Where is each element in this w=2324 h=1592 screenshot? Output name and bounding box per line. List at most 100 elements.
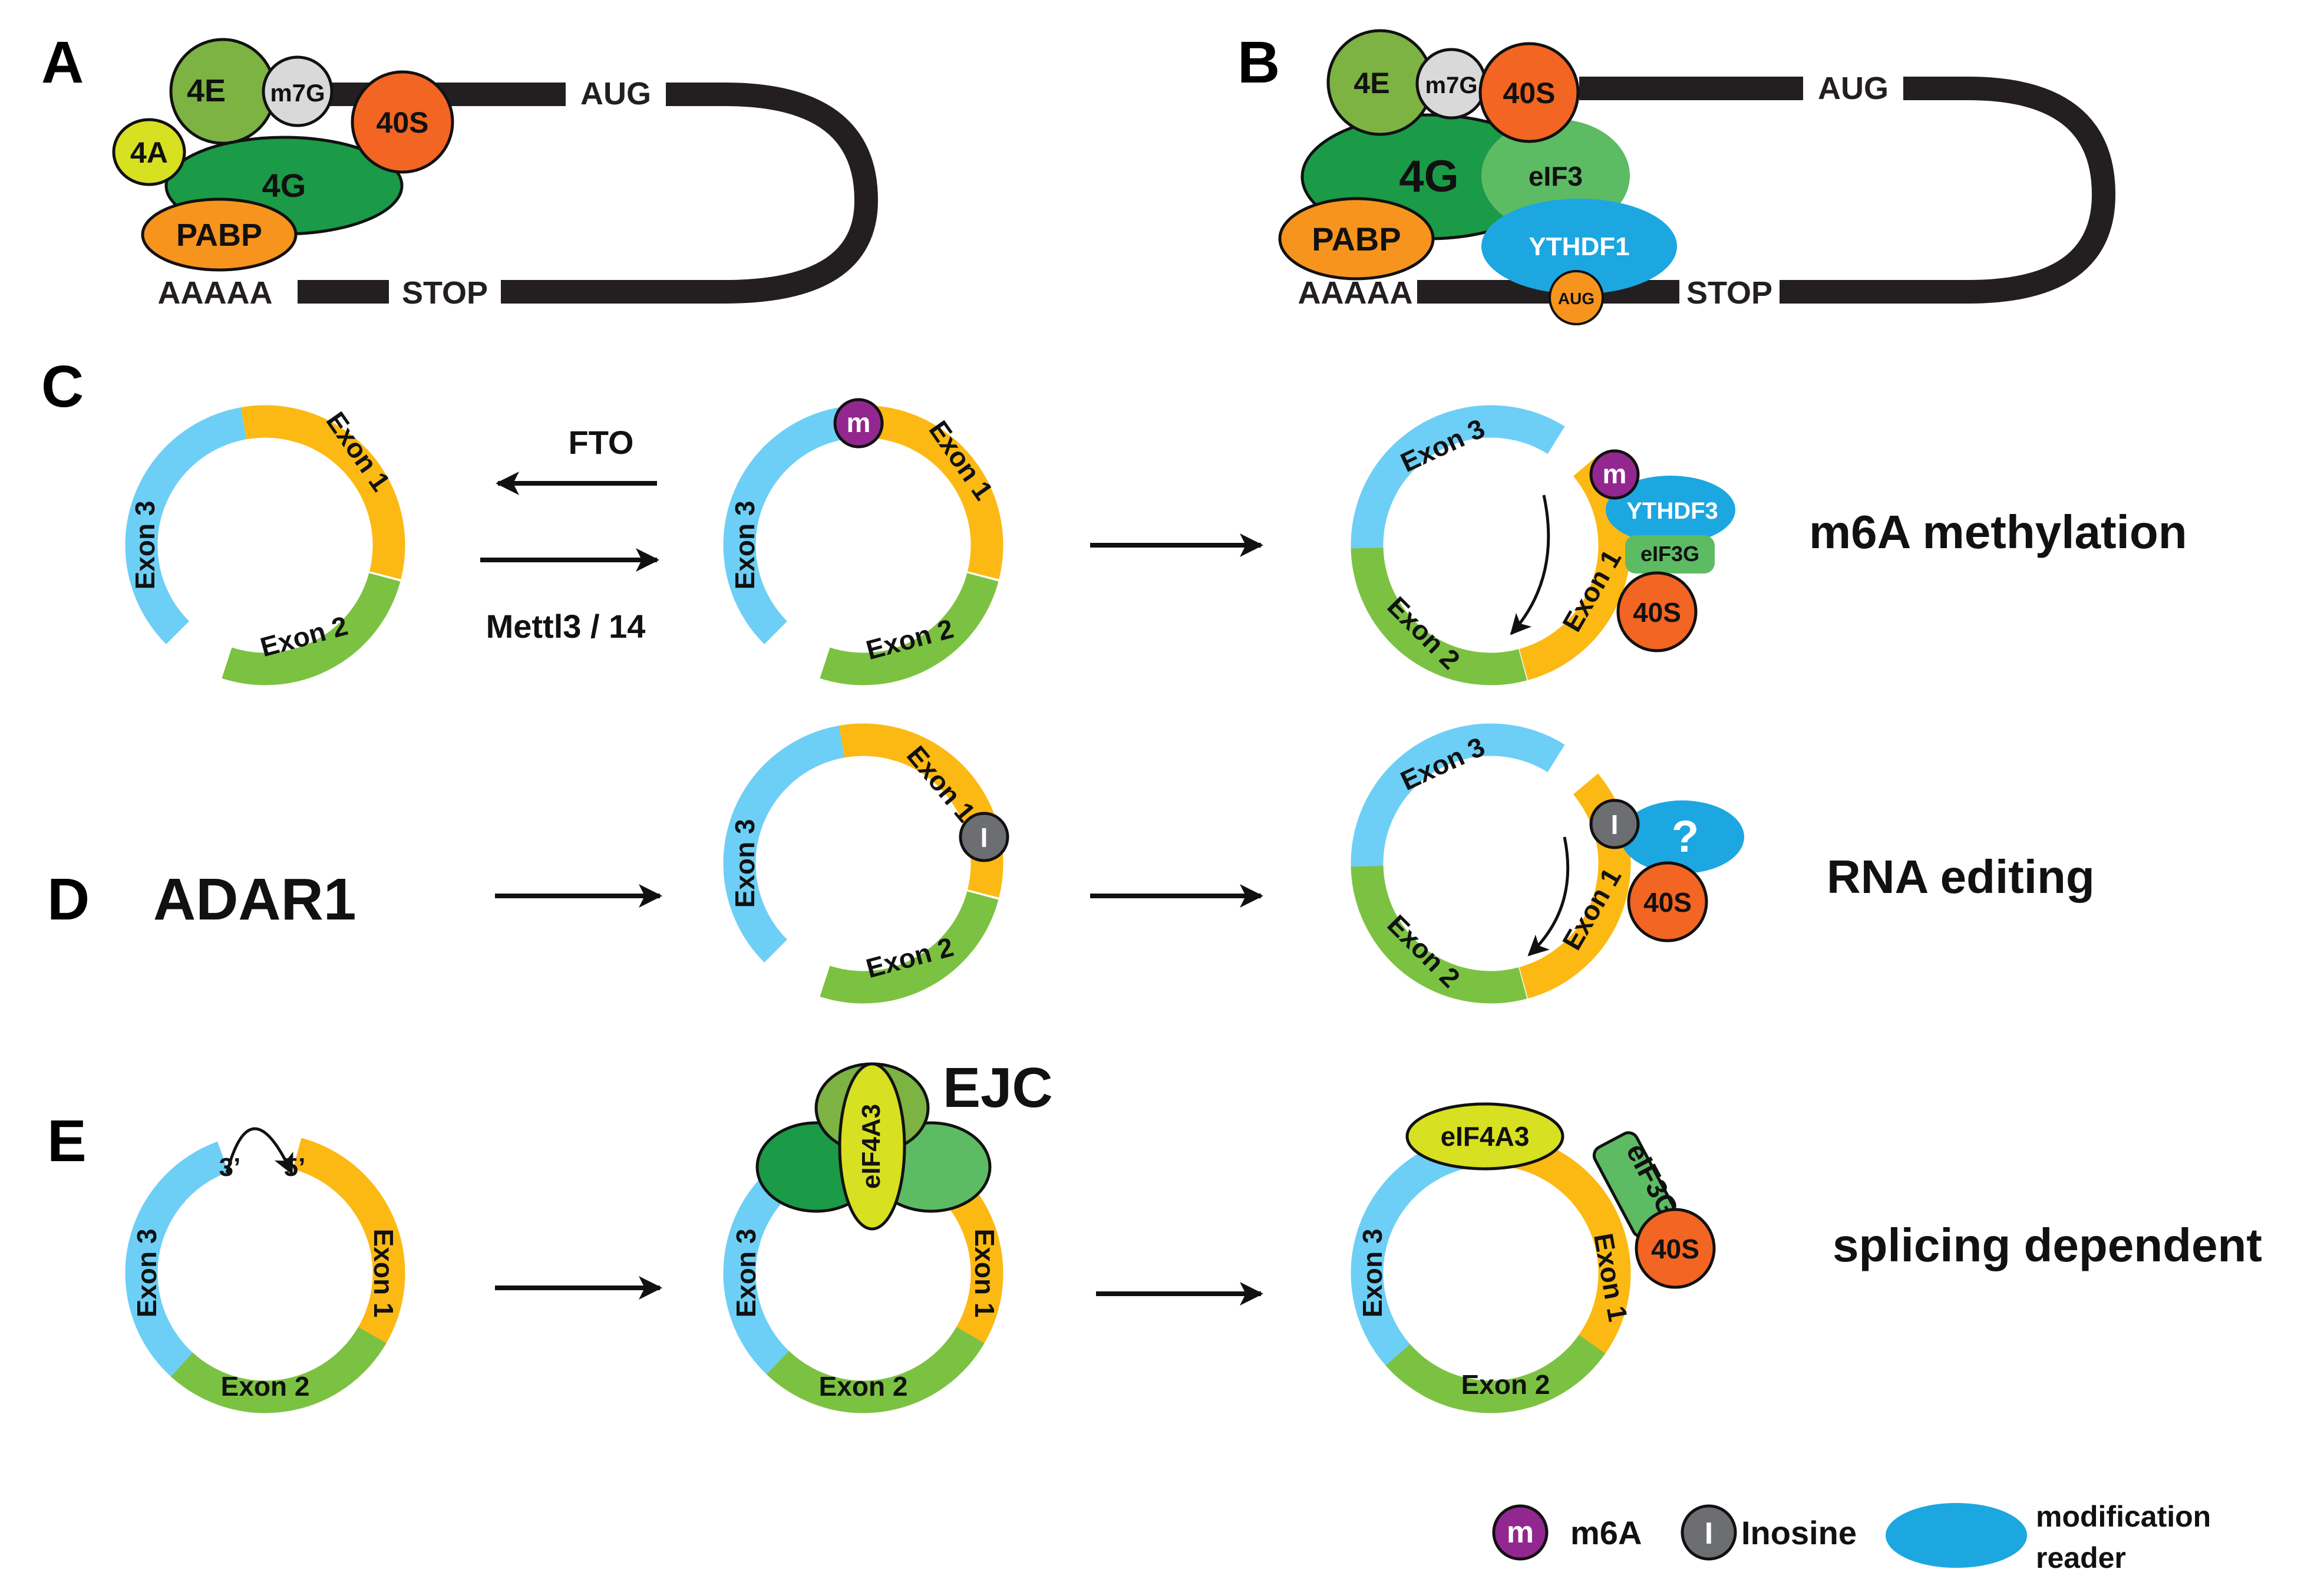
adar1-label: ADAR1: [153, 866, 356, 932]
panel-e-letter: E: [47, 1108, 87, 1174]
cap-m7g-label: m7G: [270, 79, 325, 107]
panel-a: A AUG STOP AAAAA 4G 4A PABP 4E m7G 40S: [41, 29, 879, 311]
circrna-translated-m6a: Exon 3 Exon 2 Exon 1 YTHDF3 eIF3G 40S m: [1351, 405, 1735, 685]
start-codon-label: AUG: [580, 76, 651, 111]
internal-aug-label: AUG: [1558, 289, 1595, 308]
exon3-label: Exon 3: [731, 1229, 761, 1318]
m6a-mark-label: m: [847, 407, 871, 438]
circrna-translated-ejc: Exon 1 Exon 2 Exon 3 eIF4A3 eIF3G 40S: [1351, 1102, 1716, 1413]
inosine-legend-icon: [1681, 1504, 1737, 1561]
exon1-arc: [1351, 723, 1631, 1004]
start-codon-label: AUG: [1818, 71, 1889, 106]
ribosome-40s: [351, 70, 454, 174]
circrna-edited: Exon 1 Exon 2 Exon 3 I: [723, 723, 1009, 1004]
eif3-label: eIF3: [1529, 161, 1583, 192]
exon3-label: Exon 3: [130, 501, 160, 590]
pabp-label: PABP: [176, 217, 262, 253]
exon2-label: Exon 2: [1461, 1369, 1550, 1400]
exon3-label: Exon 3: [729, 501, 760, 590]
exon2-arc: [723, 405, 1003, 685]
inosine-mark-label: I: [1611, 809, 1619, 840]
panel-b-letter: B: [1237, 29, 1280, 95]
eif4e-label: 4E: [187, 73, 226, 108]
ribosome-40s: [1627, 861, 1708, 942]
ribosome-40s: [1635, 1208, 1716, 1289]
exon2-arc: [723, 1133, 1003, 1413]
cap-m7g-label: m7G: [1425, 72, 1478, 98]
ribosome-40s-label: 40S: [1503, 77, 1556, 110]
ribosome-40s-label: 40S: [1643, 887, 1692, 918]
ribosome-40s: [1478, 42, 1580, 143]
eif3g-factor: [1625, 535, 1715, 573]
internal-aug-icon: [1549, 270, 1604, 325]
m6a-mark-icon: [1589, 449, 1640, 500]
exon2-arc: [1351, 405, 1631, 685]
ejc-label: EJC: [943, 1056, 1053, 1119]
circrna-with-ejc: Exon 1 Exon 2 Exon 3 eIF4A3 EJC: [723, 1056, 1053, 1413]
eif4a-label: 4A: [130, 136, 168, 169]
unknown-reader: [1620, 800, 1744, 874]
m6a-legend-symbol: m: [1507, 1515, 1534, 1550]
ribosome-40s-label: 40S: [1633, 597, 1681, 628]
backsplice-arrow: [225, 1127, 293, 1175]
exon1-arc: [125, 405, 405, 685]
inosine-mark-icon: [959, 812, 1009, 862]
exon1-label: Exon 1: [368, 1229, 399, 1318]
panel-d: D ADAR1 Exon 1 Exon 2 Exon 3 I Exon 3 Ex…: [47, 723, 2095, 1004]
reader-legend-line1: modification: [2036, 1500, 2211, 1533]
m6a-legend-icon: [1492, 1504, 1549, 1561]
exon2-arc: [1351, 1133, 1631, 1413]
eif4g-label: 4G: [1399, 151, 1458, 202]
unknown-reader-label: ?: [1672, 812, 1699, 862]
exon1-label: Exon 1: [969, 1229, 1000, 1318]
inosine-mark-label: I: [981, 822, 988, 853]
mechanism-label: splicing dependent: [1833, 1219, 2262, 1271]
linear-precircrna: Exon 1 Exon 2 Exon 3 3’ 5’: [125, 1127, 405, 1413]
inosine-legend-symbol: I: [1705, 1517, 1713, 1551]
fto-label: FTO: [569, 424, 634, 461]
reader-legend-line2: reader: [2036, 1541, 2126, 1574]
inosine-legend-label: Inosine: [1741, 1514, 1857, 1551]
exon3-label: Exon 3: [131, 1229, 162, 1318]
m6a-legend-label: m6A: [1570, 1514, 1642, 1551]
pabp-factor: [141, 197, 298, 272]
panel-b: B AUG STOP AAAAA 4G eIF3 PABP YTHDF1 AUG…: [1237, 29, 2116, 325]
pabp-label: PABP: [1312, 220, 1401, 258]
exon3-label: Exon 3: [729, 819, 760, 908]
ythdf1-label: YTHDF1: [1529, 232, 1629, 261]
legend: m m6A I Inosine modification reader: [1492, 1500, 2211, 1574]
exon1-arc: [1351, 405, 1631, 685]
exon2-label: Exon 2: [221, 1371, 310, 1402]
polya-tail-label: AAAAA: [158, 275, 273, 311]
eif4a3-label: eIF4A3: [1441, 1121, 1530, 1152]
eif4a3-protein: [838, 1062, 906, 1231]
pabp-factor: [1278, 197, 1435, 281]
mettl3-14-label: Mettl3 / 14: [486, 608, 646, 645]
panel-c: C Exon 1 Exon 2 Exon 3 FTO Mettl3 / 14 E…: [41, 354, 2187, 685]
eif4a-factor: [112, 118, 186, 186]
scanning-direction-arrow: [1510, 495, 1550, 635]
polya-tail-label: AAAAA: [1298, 275, 1413, 311]
exon2-arc: [723, 723, 1003, 1004]
mechanism-label: m6A methylation: [1809, 506, 2187, 558]
panel-e: E Exon 1 Exon 2 Exon 3 3’ 5’ Exon 1 Exon…: [47, 1056, 2262, 1413]
eif3g-label: eIF3G: [1640, 542, 1699, 566]
eif4e-label: 4E: [1354, 67, 1389, 100]
ribosome-40s-label: 40S: [377, 106, 429, 139]
eif4a3-label: eIF4A3: [857, 1104, 886, 1189]
stop-codon-label: STOP: [402, 275, 488, 311]
exon3-label: Exon 3: [1357, 1229, 1388, 1318]
m6a-mark-icon: [833, 398, 884, 449]
circrna-unmodified: Exon 1 Exon 2 Exon 3: [125, 405, 405, 685]
exon1-arc: [723, 723, 1003, 1004]
panel-d-letter: D: [47, 866, 90, 932]
three-prime-label: 3’: [219, 1153, 241, 1182]
cap-m7g-icon: [262, 55, 334, 127]
panel-a-letter: A: [41, 29, 84, 95]
five-prime-label: 5’: [284, 1153, 306, 1182]
eif4g-label: 4G: [262, 167, 306, 204]
exon3-arc: [723, 405, 1003, 685]
circrna-translated-inosine: Exon 3 Exon 2 Exon 1 ? 40S I: [1351, 723, 1744, 1004]
m6a-mark-label: m: [1603, 459, 1627, 489]
